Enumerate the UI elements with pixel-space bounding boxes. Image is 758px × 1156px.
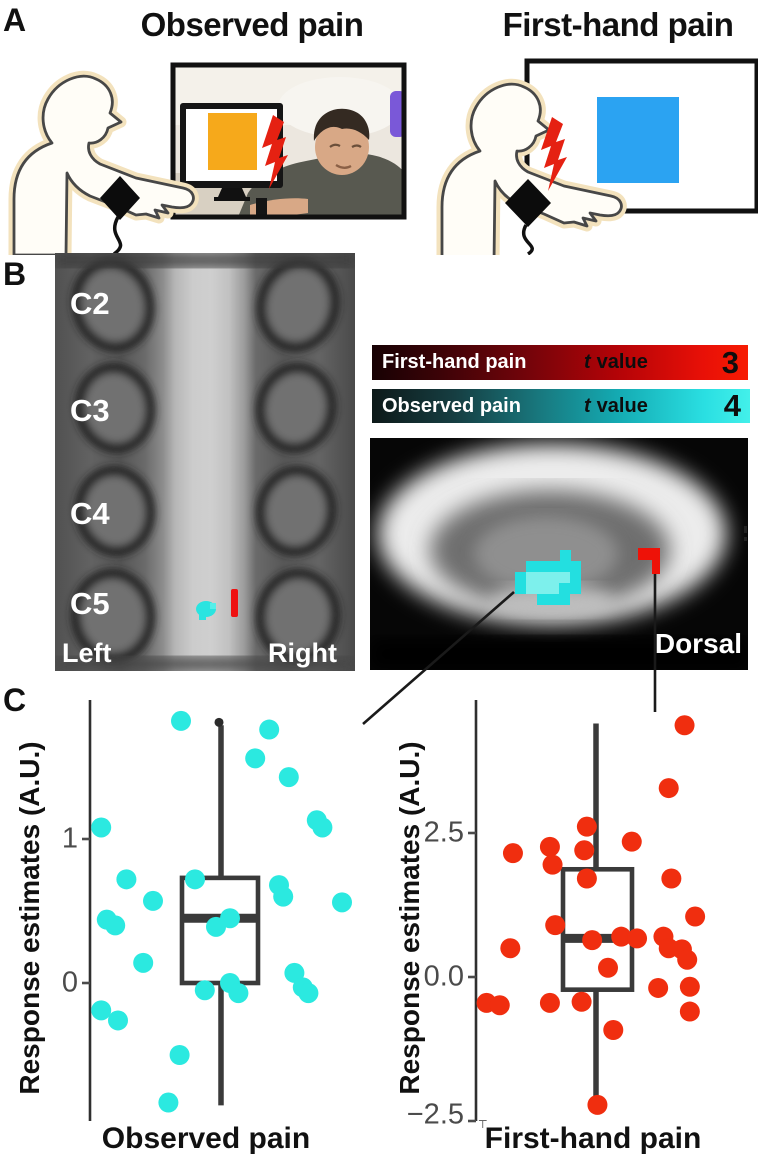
first-hand-activation-axial bbox=[638, 548, 660, 574]
first-hand-pain-title: First-hand pain bbox=[502, 6, 734, 43]
vertebra-label-c3: C3 bbox=[70, 393, 110, 428]
stimulation-cuff bbox=[505, 179, 551, 227]
left-side-label: Left bbox=[62, 638, 112, 668]
first-hand-activation-sagittal bbox=[231, 589, 238, 617]
panel-b-letter: B bbox=[3, 256, 27, 292]
right-ytick-0: 0.0 bbox=[423, 960, 464, 993]
right-side-label: Right bbox=[268, 638, 337, 668]
observed-pain-title: Observed pain bbox=[140, 6, 364, 43]
video-frame-border bbox=[170, 62, 407, 220]
first-hand-pain-illustration bbox=[436, 58, 758, 255]
video-monitor bbox=[180, 103, 283, 201]
stimulation-cuff bbox=[100, 176, 140, 220]
vertebra-label-c2: C2 bbox=[70, 286, 110, 321]
dorsal-label: Dorsal bbox=[654, 628, 742, 659]
first-hand-category-label: First-hand pain bbox=[484, 1122, 702, 1155]
sufferer-head bbox=[315, 119, 369, 175]
closed-eye-2 bbox=[351, 144, 362, 148]
right-ytick-25: 2.5 bbox=[423, 816, 464, 849]
participant-outline-observer bbox=[8, 70, 199, 255]
pain-bolt-icon bbox=[262, 115, 288, 189]
first-hand-colorbar-max: 3 bbox=[721, 344, 739, 380]
right-ytick-neg25: −2.5 bbox=[406, 1098, 464, 1131]
panel-c-letter: C bbox=[3, 682, 27, 718]
participant-outline-subject bbox=[436, 78, 627, 255]
vertebrae-right bbox=[255, 258, 341, 663]
purple-object bbox=[390, 91, 404, 137]
blue-cue-square bbox=[597, 97, 679, 183]
closed-eye bbox=[329, 143, 341, 148]
observed-colorbar-max: 4 bbox=[723, 388, 741, 423]
right-y-axis-label: Response estimates (A.U.) bbox=[394, 741, 425, 1095]
left-ytick-1: 1 bbox=[61, 822, 78, 855]
panel-a-letter: A bbox=[3, 2, 27, 38]
wrist-strap bbox=[256, 198, 267, 217]
observed-pain-activation-axial bbox=[515, 550, 581, 605]
vertebra-label-c5: C5 bbox=[70, 586, 110, 621]
observed-pain-category-label: Observed pain bbox=[101, 1122, 311, 1155]
vertebrae-left bbox=[70, 258, 156, 663]
left-ytick-0: 0 bbox=[61, 966, 78, 999]
vertebra-label-c4: C4 bbox=[70, 496, 110, 531]
grimace-mouth bbox=[335, 163, 352, 169]
first-hand-colorbar-label: First-hand pain bbox=[382, 351, 527, 373]
sagittal-spine-mri bbox=[55, 253, 355, 671]
observed-pain-activation-sagittal bbox=[196, 601, 216, 620]
cuff-cable bbox=[522, 224, 534, 255]
stray-mark: ⊤ bbox=[478, 1119, 488, 1131]
boxplot-canvas bbox=[82, 700, 706, 1123]
pain-bolt-icon bbox=[541, 117, 567, 191]
cuff-cable bbox=[112, 216, 123, 255]
orange-cue-square bbox=[208, 113, 257, 170]
observed-colorbar-label: Observed pain bbox=[382, 394, 521, 417]
video-frame bbox=[173, 65, 404, 217]
sufferer-hair bbox=[313, 108, 370, 141]
axial-cord-mri bbox=[370, 438, 748, 670]
left-y-axis-label: Response estimates (A.U.) bbox=[14, 741, 45, 1095]
observed-pain-illustration bbox=[8, 62, 407, 255]
